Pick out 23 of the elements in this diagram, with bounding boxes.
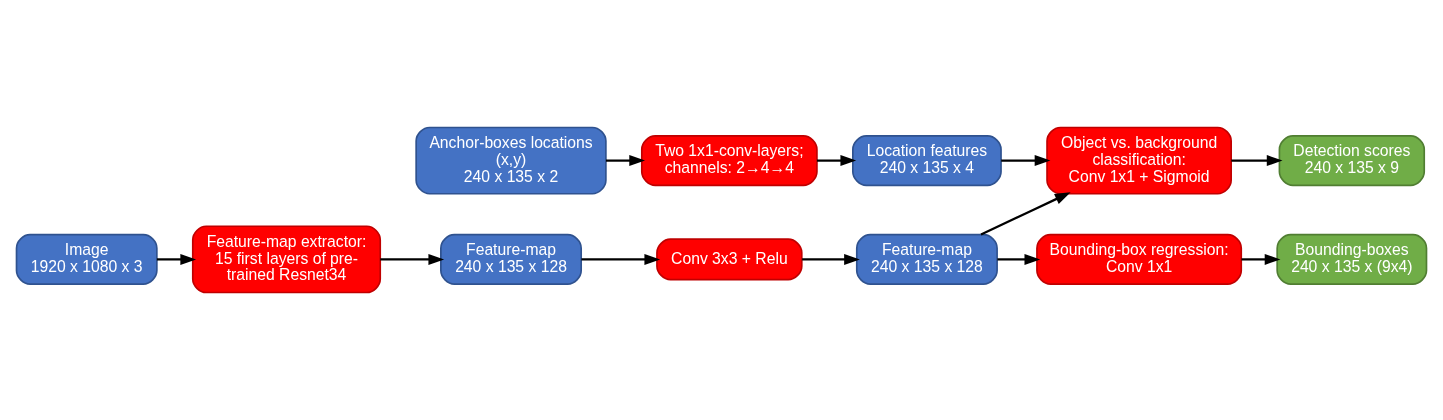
arrow xyxy=(802,253,860,265)
node-box: Feature-map 240 x 135 x 128 xyxy=(440,233,582,285)
arrow xyxy=(997,253,1041,265)
arrow xyxy=(606,155,646,167)
node-box: Image 1920 x 1080 x 3 xyxy=(15,233,158,285)
arrow xyxy=(581,253,661,265)
arrow xyxy=(980,192,1071,236)
node-box: Bounding-boxes 240 x 135 x (9x4) xyxy=(1276,233,1428,285)
node-box: Conv 3x3 + Relu xyxy=(656,238,803,281)
node-box: Object vs. background classification: Conv 1x1 + Sigmoid xyxy=(1046,126,1232,195)
node-box: Anchor-boxes locations (x,y) 240 x 135 x 2 xyxy=(415,126,607,195)
node-box: Feature-map 240 x 135 x 128 xyxy=(855,233,998,285)
arrow xyxy=(1001,155,1051,167)
node-box: Bounding-box regression: Conv 1x1 xyxy=(1036,233,1243,285)
arrow xyxy=(380,253,445,265)
node-box: Detection scores 240 x 135 x 9 xyxy=(1278,135,1426,187)
arrow xyxy=(1241,253,1281,265)
arrow xyxy=(817,155,857,167)
arrow xyxy=(1231,155,1283,167)
node-box: Feature-map extractor: 15 first layers of pre-trained Resnet34 xyxy=(191,225,382,294)
node-box: Location features 240 x 135 x 4 xyxy=(852,135,1002,187)
node-box: Two 1x1-conv-layers; channels: 2→4→4 xyxy=(640,135,818,187)
arrow xyxy=(156,253,197,265)
